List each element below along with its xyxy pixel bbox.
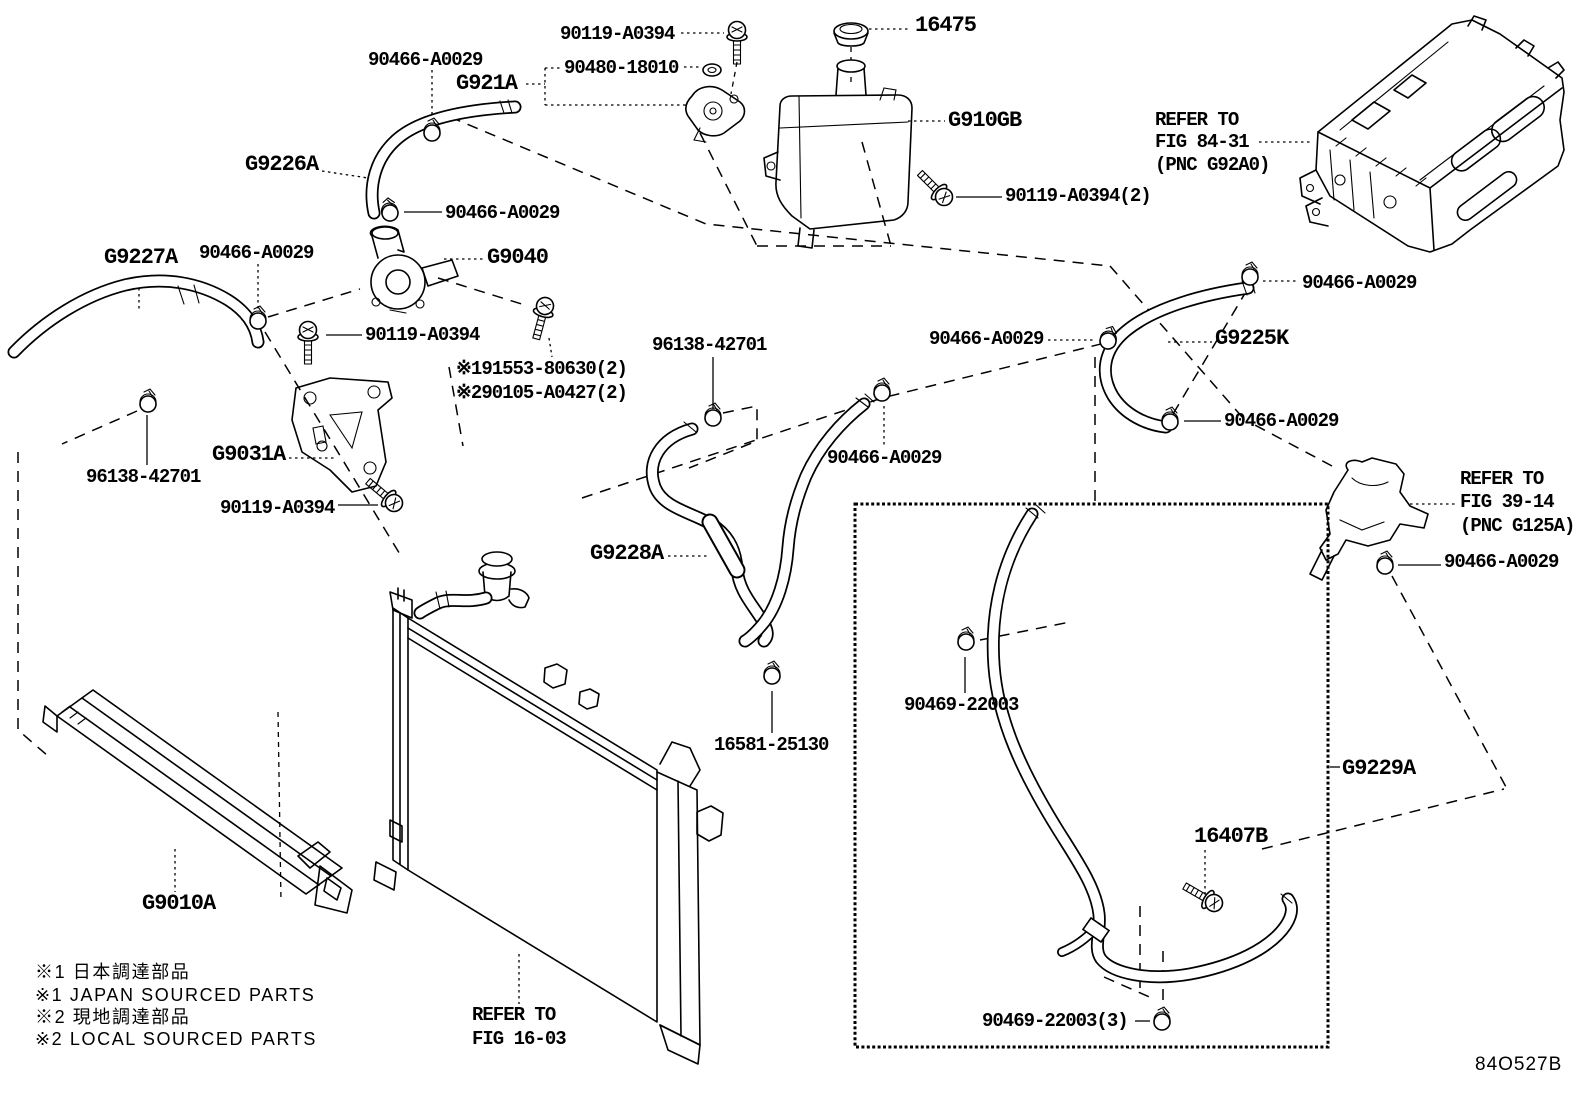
part-label-90466-a0029-1: 90466-A0029 bbox=[368, 49, 483, 71]
part-label-90466-a0029-5: 90466-A0029 bbox=[929, 328, 1044, 350]
fig39-14-part-drawing bbox=[1309, 457, 1429, 581]
figure-code: 84O527B bbox=[1475, 1054, 1563, 1075]
part-label-90466-a0029-8: 90466-A0029 bbox=[827, 447, 942, 469]
footnote-japan-jp: ※1 日本調達部品 bbox=[35, 962, 191, 982]
footnote-local-jp: ※2 現地調達部品 bbox=[35, 1007, 191, 1027]
part-label-g9228a: G9228A bbox=[590, 541, 664, 566]
part-label-16407b: 16407B bbox=[1194, 824, 1268, 849]
part-label-90466-a0029-4: 90466-A0029 bbox=[199, 242, 314, 264]
refer-fig-39-14-line2: FIG 39-14 bbox=[1460, 491, 1555, 513]
part-label-90119-a0394-4: 90119-A0394 bbox=[220, 497, 335, 519]
part-label-g9227a: G9227A bbox=[104, 245, 178, 270]
part-label-g9229a: G9229A bbox=[1342, 756, 1416, 781]
footnote-japan-en: ※1 JAPAN SOURCED PARTS bbox=[35, 985, 316, 1005]
part-label-g9225k: G9225K bbox=[1215, 326, 1289, 351]
part-label-90466-a0029-3: 90466-A0029 bbox=[1302, 272, 1417, 294]
part-label-90480-18010: 90480-18010 bbox=[564, 57, 679, 79]
part-label-g9040: G9040 bbox=[487, 245, 549, 270]
g921a-bracket-drawing bbox=[685, 63, 746, 143]
footnote-local-en: ※2 LOCAL SOURCED PARTS bbox=[35, 1029, 318, 1049]
part-label-90466-a0029-7: 90466-A0029 bbox=[1444, 551, 1559, 573]
part-label-90469-22003: 90469-22003 bbox=[904, 694, 1019, 716]
refer-fig-84-31-line1: REFER TO bbox=[1155, 109, 1239, 131]
part-label-90466-a0029-2: 90466-A0029 bbox=[445, 202, 560, 224]
bracket-drawing bbox=[291, 377, 393, 493]
sub-radiator-drawing bbox=[42, 689, 353, 914]
cap-16475-drawing bbox=[833, 22, 869, 47]
part-label-96138-42701-1: 96138-42701 bbox=[652, 334, 767, 356]
part-label-90119-a0394-2: 90119-A0394(2) bbox=[1005, 185, 1152, 207]
part-label-90469-22003-3: 90469-22003(3) bbox=[982, 1010, 1129, 1032]
refer-fig-84-31-line3: (PNC G92A0) bbox=[1155, 154, 1270, 176]
part-label-90119-a0394-top: 90119-A0394 bbox=[560, 23, 675, 45]
radiator-drawing bbox=[373, 551, 724, 1065]
part-label-90119-a0394-3: 90119-A0394 bbox=[365, 324, 480, 346]
refer-fig-39-14-line3: (PNC G125A) bbox=[1460, 515, 1575, 537]
part-label-g910gb: G910GB bbox=[948, 108, 1022, 133]
part-label-note1-91553: ※191553-80630(2) bbox=[456, 358, 628, 380]
part-label-16581-25130: 16581-25130 bbox=[714, 734, 829, 756]
hose-g9226a bbox=[365, 99, 522, 220]
hose-g9227a bbox=[7, 274, 265, 359]
hose-g9229a bbox=[986, 503, 1298, 984]
g9229a-box bbox=[853, 502, 1330, 1049]
refer-fig-84-31-line2: FIG 84-31 bbox=[1155, 131, 1250, 153]
water-pump-drawing bbox=[369, 225, 459, 314]
part-label-g9010a: G9010A bbox=[142, 891, 216, 916]
hose-g9225k bbox=[1098, 279, 1256, 434]
refer-fig-39-14-line1: REFER TO bbox=[1460, 468, 1544, 490]
part-label-96138-42701-2: 96138-42701 bbox=[86, 466, 201, 488]
part-label-g9226a: G9226A bbox=[245, 152, 319, 177]
part-label-note2-90105: ※290105-A0427(2) bbox=[456, 382, 628, 404]
inverter-drawing bbox=[1299, 15, 1565, 253]
part-label-g9031a: G9031A bbox=[212, 442, 286, 467]
reservoir-drawing bbox=[763, 22, 913, 249]
refer-fig-16-03-line2: FIG 16-03 bbox=[472, 1028, 567, 1050]
part-label-90466-a0029-6: 90466-A0029 bbox=[1224, 410, 1339, 432]
part-label-g921a: G921A bbox=[456, 71, 518, 96]
hose-g9228a bbox=[645, 393, 875, 648]
part-label-16475: 16475 bbox=[915, 13, 977, 38]
refer-fig-16-03-line1: REFER TO bbox=[472, 1004, 556, 1026]
